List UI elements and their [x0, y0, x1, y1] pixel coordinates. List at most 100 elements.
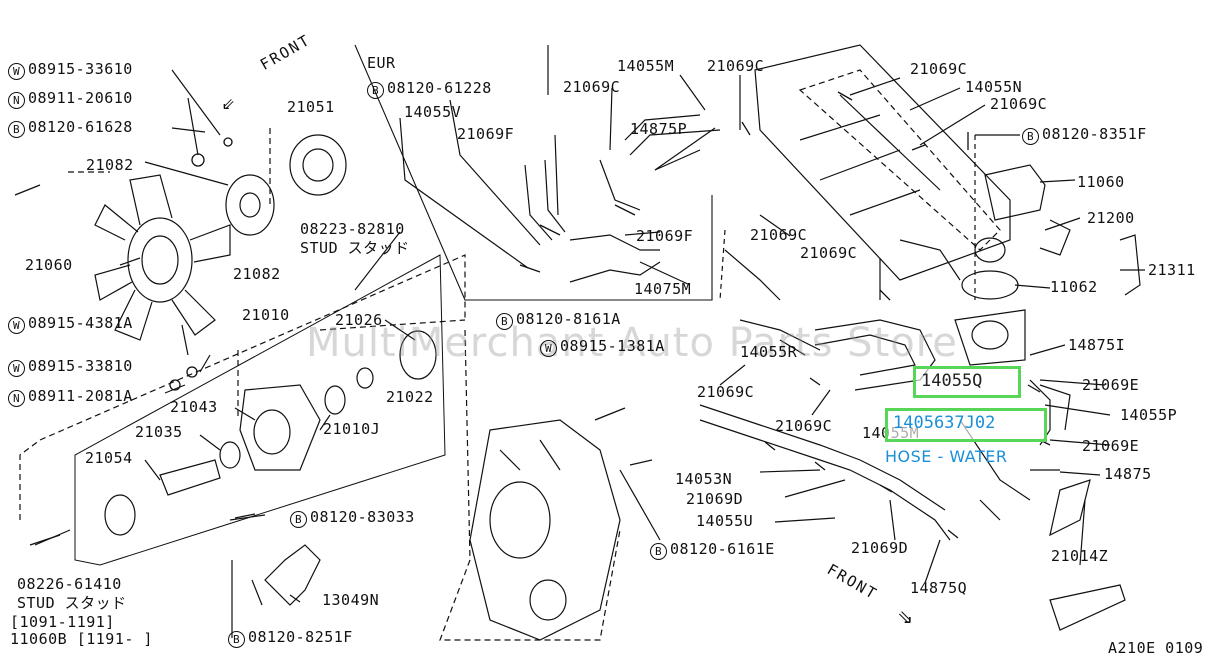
label-14055m: 14055M [617, 57, 675, 75]
label-08223-82810: 08223-82810 [300, 220, 405, 238]
label-21010: 21010 [242, 306, 290, 324]
washer-symbol-icon: W [8, 63, 25, 80]
label-21069e: 21069E [1082, 376, 1140, 394]
label-21014z: 21014Z [1051, 547, 1109, 565]
part-number: 08911-20610 [28, 89, 133, 107]
label-14055r: 14055R [740, 343, 798, 361]
watermark-text: MultiMerchant Auto Parts Store [306, 320, 958, 366]
label-stud-b: STUD スタッド [17, 594, 127, 612]
part-number: 08120-8351F [1042, 125, 1147, 143]
part-number: 08915-4381A [28, 314, 133, 332]
label-21069c-bottom: 21069C [775, 417, 833, 435]
bolt-symbol-icon: B [650, 543, 667, 560]
label-11062: 11062 [1050, 278, 1098, 296]
front-arrow-icon: ⇘ [897, 600, 914, 630]
cooling-fan-graphic [94, 174, 231, 341]
label-14875p: 14875P [630, 120, 688, 138]
bolt-symbol-icon: B [290, 511, 307, 528]
highlight-part-14055q[interactable]: 14055Q [913, 366, 1021, 398]
label-11060: 11060 [1077, 173, 1125, 191]
label-21043: 21043 [170, 398, 218, 416]
label-21311: 21311 [1148, 261, 1196, 279]
label-21082: 21082 [86, 156, 134, 174]
part-number: 08120-61228 [387, 79, 492, 97]
label-11060b-range: 11060B [1191- ] [10, 630, 153, 648]
nut-symbol-icon: N [8, 390, 25, 407]
label-21069c: 21069C [707, 57, 765, 75]
label-08226-61410: 08226-61410 [17, 575, 122, 593]
label-range-1091-1191: [1091-1191] [10, 613, 115, 631]
label-21200: 21200 [1087, 209, 1135, 227]
nut-symbol-icon: N [8, 92, 25, 109]
part-number: 08120-8161A [516, 310, 621, 328]
label-14053n: 14053N [675, 470, 733, 488]
label-21069f: 21069F [457, 125, 515, 143]
label-21082-lower: 21082 [233, 265, 281, 283]
label-21035: 21035 [135, 423, 183, 441]
label-13049n: 13049N [322, 591, 380, 609]
part-number: 08915-33810 [28, 357, 133, 375]
part-number: 08915-1381A [560, 337, 665, 355]
label-21051: 21051 [287, 98, 335, 116]
bolt-symbol-icon: B [228, 631, 245, 648]
label-21069c-mid-b: 21069C [800, 244, 858, 262]
bolt-symbol-icon: B [1022, 128, 1039, 145]
part-number: 08911-2081A [28, 387, 133, 405]
label-14875q: 14875Q [910, 579, 968, 597]
label-21054: 21054 [85, 449, 133, 467]
part-number: 08120-83033 [310, 508, 415, 526]
label-21026: 21026 [335, 311, 383, 329]
part-number: 08915-33610 [28, 60, 133, 78]
label-21069c-low: 21069C [697, 383, 755, 401]
washer-symbol-icon: W [540, 340, 557, 357]
washer-symbol-icon: W [8, 360, 25, 377]
label-21010j: 21010J [323, 420, 381, 438]
label-21060: 21060 [25, 256, 73, 274]
label-21069f-lower: 21069F [636, 227, 694, 245]
label-14055u: 14055U [696, 512, 754, 530]
label-21069c-right: 21069C [990, 95, 1048, 113]
label-21022: 21022 [386, 388, 434, 406]
label-14875: 14875 [1104, 465, 1152, 483]
bolt-symbol-icon: B [8, 121, 25, 138]
label-14055n: 14055N [965, 78, 1023, 96]
label-21069d-lower: 21069D [851, 539, 909, 557]
label-14055v: 14055V [404, 103, 462, 121]
label-stud: STUD スタッド [300, 239, 410, 257]
label-eur: EUR [367, 54, 396, 72]
part-description: HOSE - WATER [885, 447, 1008, 466]
label-21069e-lower: 21069E [1082, 437, 1140, 455]
front-arrow-icon: ⇙ [222, 90, 236, 115]
bolt-symbol-icon: B [367, 82, 384, 99]
part-number: 08120-6161E [670, 540, 775, 558]
label-21069c-top-right: 21069C [910, 60, 968, 78]
highlight-part-1405637j02[interactable]: 1405637J02 [885, 408, 1047, 442]
label-21069d: 21069D [686, 490, 744, 508]
label-21069c: 21069C [563, 78, 621, 96]
bolt-symbol-icon: B [496, 313, 513, 330]
label-14075m: 14075M [634, 280, 692, 298]
part-number: 08120-61628 [28, 118, 133, 136]
highlight-part-label: 14055Q [921, 371, 983, 391]
washer-symbol-icon: W [8, 317, 25, 334]
part-number: 08120-8251F [248, 628, 353, 646]
label-14055p: 14055P [1120, 406, 1178, 424]
label-14875i: 14875I [1068, 336, 1126, 354]
diagram-code: A210E 0109 [1108, 639, 1204, 657]
highlight-part-label: 1405637J02 [893, 413, 996, 433]
